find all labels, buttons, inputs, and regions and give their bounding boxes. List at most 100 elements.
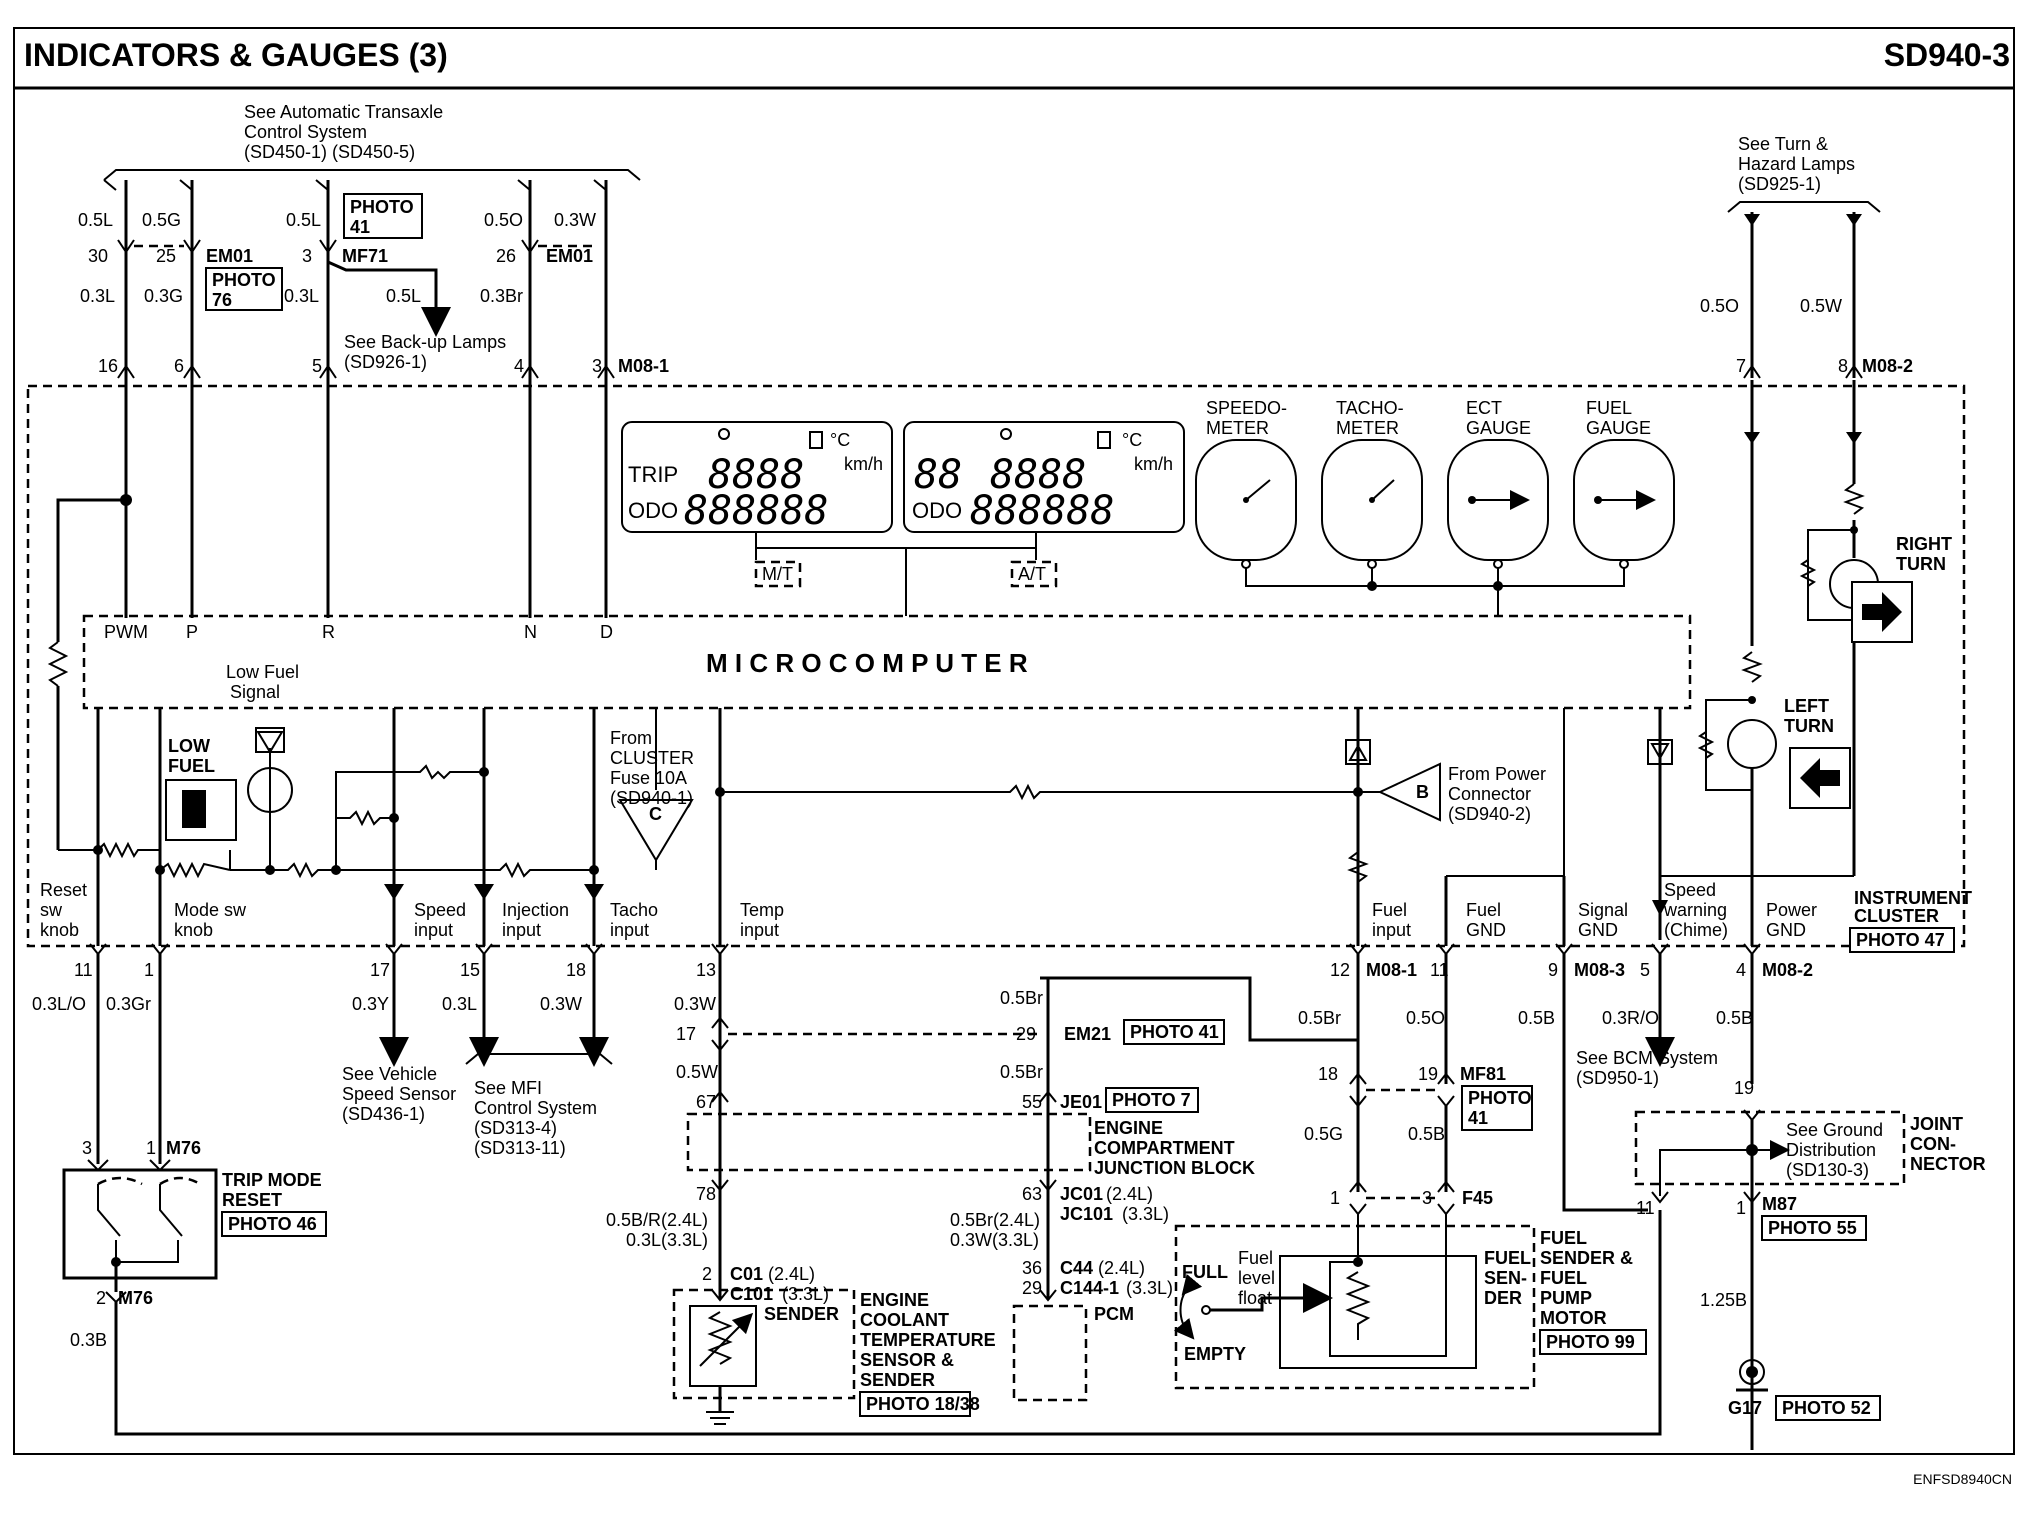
svg-text:PHOTO 99: PHOTO 99 [1546,1332,1635,1352]
lcd-label: ODO [912,498,962,523]
thermo-icon [718,428,730,440]
svg-text:0.5Br: 0.5Br [1298,1008,1341,1028]
svg-text:See BCM System: See BCM System [1576,1048,1718,1068]
svg-text:warning: warning [1663,900,1727,920]
svg-text:11: 11 [1430,960,1449,980]
svg-text:LOW: LOW [168,736,210,756]
pin-label: 3 [592,356,602,376]
pin-label: 26 [496,246,516,266]
svg-text:PHOTO: PHOTO [1468,1088,1532,1108]
footer-code: ENFSD8940CN [1913,1471,2012,1487]
svg-text:19: 19 [1734,1078,1754,1098]
wire-col-3 [319,180,451,380]
svg-text:(SD313-11): (SD313-11) [474,1138,566,1158]
component-label: CLUSTER [1854,906,1939,926]
svg-text:Fuel: Fuel [1238,1248,1273,1268]
svg-text:ENGINE: ENGINE [860,1290,929,1310]
photo-badge [205,267,283,311]
svg-text:SEN-: SEN- [1484,1268,1527,1288]
svg-text:DER: DER [1484,1288,1522,1308]
svg-text:2: 2 [702,1264,712,1284]
lcd-label: TRIP [628,462,678,487]
wire-col-26 [521,180,539,380]
svg-text:Fuel: Fuel [1372,900,1407,920]
lcd-unit: km/h [1134,454,1173,474]
fuel-gauge: FUEL GAUGE [1573,398,1675,569]
svg-text:See MFI: See MFI [474,1078,542,1098]
svg-text:15: 15 [460,960,480,980]
power-b-symbol [1377,762,1441,822]
svg-text:17: 17 [370,960,390,980]
photo-badge [221,1211,327,1237]
ref-text: (SD926-1) [344,352,427,372]
svg-text:0.5Br(2.4L): 0.5Br(2.4L) [950,1210,1040,1230]
at-tag [1010,560,1058,588]
low-fuel-bulb [247,767,293,813]
ref-text: See Back-up Lamps [344,332,506,352]
svg-text:input: input [1372,920,1411,940]
svg-text:ENGINE: ENGINE [1094,1118,1163,1138]
svg-text:(3.3L): (3.3L) [782,1284,829,1304]
photo-label: 41 [350,217,370,237]
svg-text:FUEL: FUEL [1540,1268,1587,1288]
svg-text:55: 55 [1022,1092,1042,1112]
svg-text:C101: C101 [730,1284,773,1304]
svg-text:(3.3L): (3.3L) [1126,1278,1173,1298]
svg-text:METER: METER [1336,418,1399,438]
svg-text:M08-3: M08-3 [1574,960,1625,980]
fuel-pump-icon [1097,431,1111,449]
svg-text:M08-2: M08-2 [1762,960,1813,980]
photo-badge [1123,1019,1225,1045]
lcd-displays: TRIP ODO 8888 888888 km/h °C ODO 88 8888… [621,421,1185,616]
svg-text:4: 4 [1736,960,1746,980]
shift-label: P [186,622,198,642]
svg-text:F45: F45 [1462,1188,1493,1208]
ground-circuit: See BCM System (SD950-1) 19 See Ground D… [114,954,1986,1450]
svg-text:Reset: Reset [40,880,87,900]
svg-text:0.3Y: 0.3Y [352,994,389,1014]
svg-text:NECTOR: NECTOR [1910,1154,1986,1174]
wire-label: 0.5L [78,210,113,230]
external-wiring: See Vehicle Speed Sensor (SD436-1) See M… [96,954,1360,1425]
svg-text:Control System: Control System [474,1098,597,1118]
svg-text:PHOTO 46: PHOTO 46 [228,1214,317,1234]
svg-text:knob: knob [174,920,213,940]
svg-text:MOTOR: MOTOR [1540,1308,1607,1328]
lcd-digits: 8888 [990,452,1086,498]
svg-text:1: 1 [1330,1188,1340,1208]
lcd-digits: 888888 [684,488,829,534]
svg-text:C: C [649,804,662,824]
trip-switch-body [62,1168,218,1280]
svg-text:C01: C01 [730,1264,763,1284]
photo-badge [1105,1087,1199,1113]
svg-text:input: input [414,920,453,940]
wire-label: 0.5L [386,286,421,306]
svg-text:SENSOR &: SENSOR & [860,1350,954,1370]
svg-text:Fuel: Fuel [1466,900,1501,920]
wire-label: 0.5W [1800,296,1842,316]
svg-text:11: 11 [74,960,93,980]
svg-text:0.3R/O: 0.3R/O [1602,1008,1659,1028]
lcd-variant: M/T [762,564,793,584]
left-turn-bulb [1727,719,1777,769]
turn-indicators: RIGHT TURN LEFT TURN [1659,380,1952,946]
svg-text:M08-1: M08-1 [1366,960,1417,980]
svg-text:0.5O: 0.5O [1406,1008,1445,1028]
svg-text:EM21: EM21 [1064,1024,1111,1044]
svg-text:knob: knob [40,920,79,940]
svg-text:Power: Power [1766,900,1817,920]
svg-text:GND: GND [1578,920,1618,940]
connector-label: MF71 [342,246,388,266]
svg-text:Connector: Connector [1448,784,1531,804]
wire-col-25 [183,180,201,380]
ect-sender [689,1305,757,1387]
svg-text:1: 1 [1736,1198,1746,1218]
svg-text:3: 3 [82,1138,92,1158]
wire-label: 0.3G [144,286,183,306]
ect-sensor-boundary [672,1288,856,1400]
svg-text:Low Fuel: Low Fuel [226,662,299,682]
svg-text:M87: M87 [1762,1194,1797,1214]
shift-wires [47,380,608,850]
lcd-unit: °C [1122,430,1142,450]
pin-label: 6 [174,356,184,376]
